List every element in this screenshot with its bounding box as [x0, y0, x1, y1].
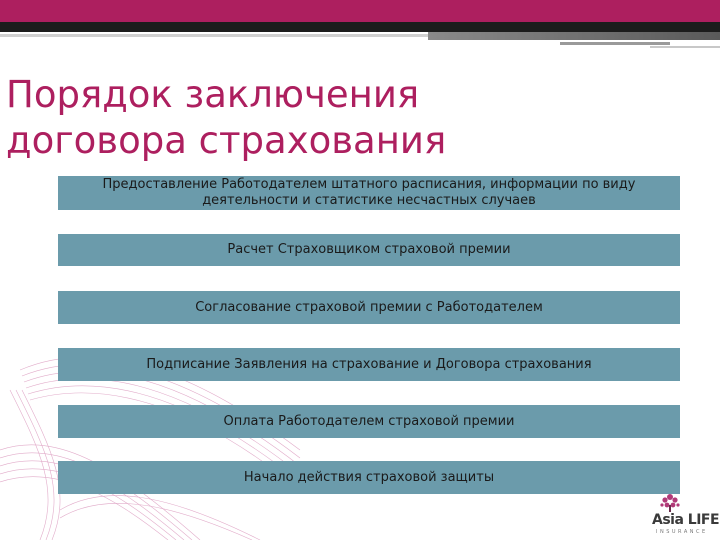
top-light-rule	[0, 34, 428, 37]
step-4: Подписание Заявления на страхование и До…	[58, 348, 680, 381]
top-gray-rule	[428, 32, 720, 40]
step-5: Оплата Работодателем страховой премии	[58, 405, 680, 438]
step-2: Расчет Страховщиком страховой премии	[58, 234, 680, 266]
step-6: Начало действия страховой защиты	[58, 461, 680, 494]
top-thin-rule-2	[650, 46, 720, 48]
company-logo: Asia LIFE INSURANCE	[652, 492, 720, 536]
logo-wordmark: Asia LIFE	[652, 512, 720, 528]
flower-icon	[660, 494, 680, 512]
slide-title-line-2: договора страхования	[6, 119, 447, 162]
slide-title-line-1: Порядок заключения	[6, 73, 420, 116]
top-dark-rule	[0, 22, 720, 32]
step-3: Согласование страховой премии с Работода…	[58, 291, 680, 324]
logo-subtitle: INSURANCE	[656, 529, 708, 535]
top-accent-band	[0, 0, 720, 22]
decorative-swirls	[0, 356, 301, 540]
step-1: Предоставление Работодателем штатного ра…	[58, 176, 680, 210]
top-thin-rule	[560, 42, 670, 45]
slide-title: Порядок заключения договора страхования	[6, 72, 446, 164]
